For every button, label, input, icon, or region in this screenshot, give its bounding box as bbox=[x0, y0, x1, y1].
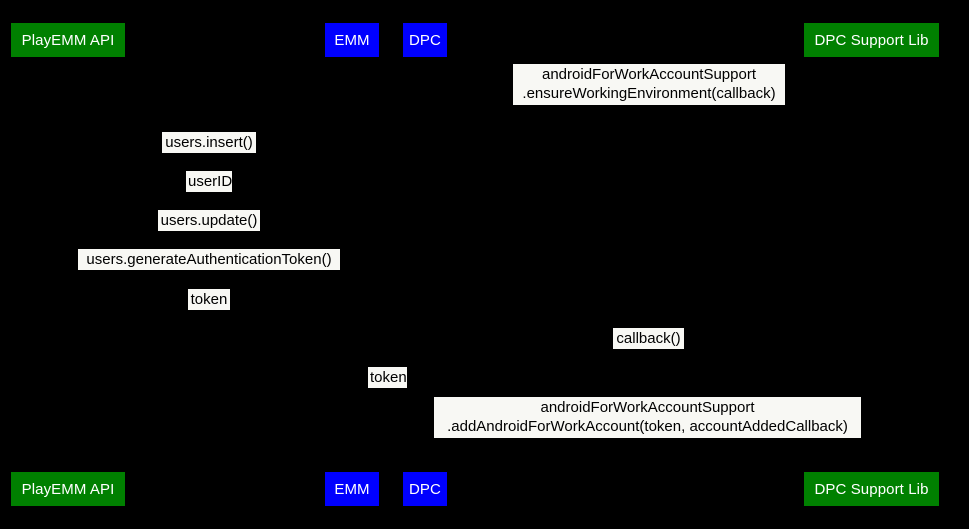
participant-dpc-top[interactable]: DPC bbox=[403, 23, 447, 57]
participant-emm-top[interactable]: EMM bbox=[325, 23, 379, 57]
participant-label-emm-bottom: EMM bbox=[334, 480, 370, 498]
participant-label-dpc-support-lib-bottom: DPC Support Lib bbox=[814, 480, 929, 498]
arrow-userid bbox=[68, 189, 352, 195]
arrow-users-insert bbox=[68, 150, 352, 156]
participant-label-dpc-bottom: DPC bbox=[409, 480, 441, 498]
participant-dpc-support-lib-bottom[interactable]: DPC Support Lib bbox=[804, 472, 939, 506]
participant-label-dpc-support-lib-top: DPC Support Lib bbox=[814, 31, 929, 49]
participant-dpc-support-lib-top[interactable]: DPC Support Lib bbox=[804, 23, 939, 57]
message-label-token-to-emm: token bbox=[188, 289, 230, 310]
arrow-generate-authentication-token bbox=[68, 267, 352, 273]
participant-playemm-api-bottom[interactable]: PlayEMM API bbox=[11, 472, 125, 506]
message-label-token-to-dpc: token bbox=[368, 367, 407, 388]
lifeline-dpc-support-lib bbox=[871, 57, 872, 472]
message-label-callback: callback() bbox=[613, 328, 684, 349]
message-label-add-android-for-work-account: androidForWorkAccountSupport .addAndroid… bbox=[434, 397, 861, 438]
lifeline-emm bbox=[352, 57, 353, 472]
arrow-token-to-dpc bbox=[352, 385, 425, 391]
arrow-users-update bbox=[68, 228, 352, 234]
arrow-add-android-for-work-account bbox=[425, 435, 871, 441]
arrow-callback bbox=[425, 346, 871, 352]
message-label-ensure-working-environment: androidForWorkAccountSupport .ensureWork… bbox=[513, 64, 785, 105]
lifeline-dpc bbox=[425, 57, 426, 472]
participant-emm-bottom[interactable]: EMM bbox=[325, 472, 379, 506]
message-label-userid: userID bbox=[186, 171, 233, 192]
message-label-users-update: users.update() bbox=[158, 210, 260, 231]
participant-dpc-bottom[interactable]: DPC bbox=[403, 472, 447, 506]
participant-label-emm-top: EMM bbox=[334, 31, 370, 49]
participant-label-dpc-top: DPC bbox=[409, 31, 441, 49]
arrow-ensure-working-environment bbox=[425, 102, 871, 108]
participant-label-playemm-api-bottom: PlayEMM API bbox=[21, 480, 115, 498]
participant-playemm-api-top[interactable]: PlayEMM API bbox=[11, 23, 125, 57]
message-label-generate-authentication-token: users.generateAuthenticationToken() bbox=[78, 249, 340, 270]
lifeline-playemm-api bbox=[68, 57, 69, 472]
participant-label-playemm-api-top: PlayEMM API bbox=[21, 31, 115, 49]
message-label-users-insert: users.insert() bbox=[162, 132, 256, 153]
arrow-token-to-emm bbox=[68, 307, 352, 313]
